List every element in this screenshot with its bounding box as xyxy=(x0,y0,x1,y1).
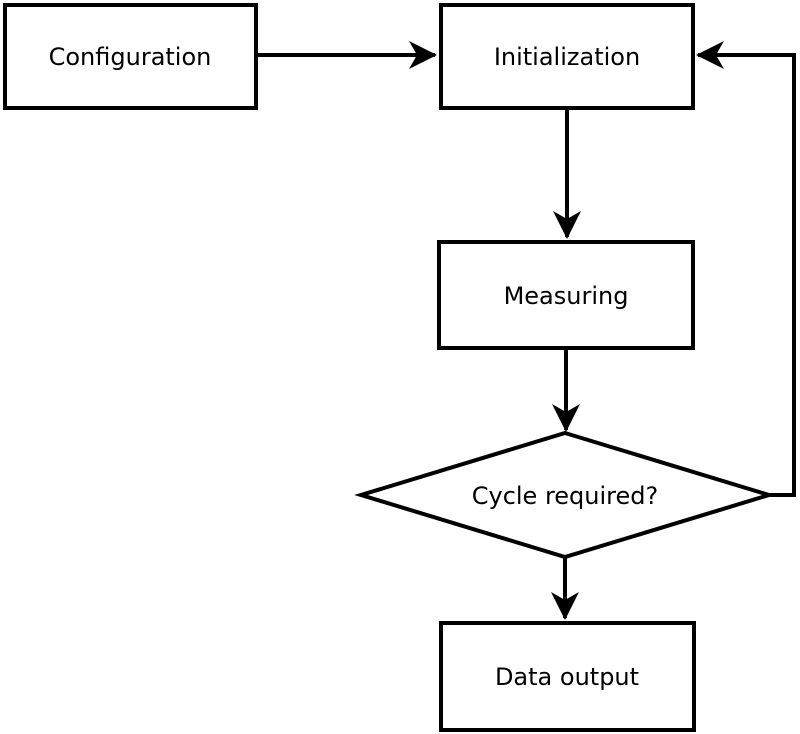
measuring-label: Measuring xyxy=(504,282,629,310)
initialization-label: Initialization xyxy=(494,43,640,71)
node-configuration: Configuration xyxy=(3,3,258,110)
node-data-output: Data output xyxy=(439,621,696,732)
edge-cycle-required-to-initialization-feedback xyxy=(696,41,796,497)
configuration-label: Configuration xyxy=(49,43,212,71)
node-cycle-required: Cycle required? xyxy=(354,430,776,560)
edge-group xyxy=(258,41,796,620)
data-output-label: Data output xyxy=(495,663,639,691)
cycle-required-diamond xyxy=(354,430,776,560)
measuring-box xyxy=(437,240,695,350)
data-output-box xyxy=(439,621,696,732)
configuration-box xyxy=(3,3,258,110)
cycle-required-label: Cycle required? xyxy=(472,482,659,510)
initialization-box xyxy=(439,3,695,110)
node-measuring: Measuring xyxy=(437,240,695,350)
node-initialization: Initialization xyxy=(439,3,695,110)
